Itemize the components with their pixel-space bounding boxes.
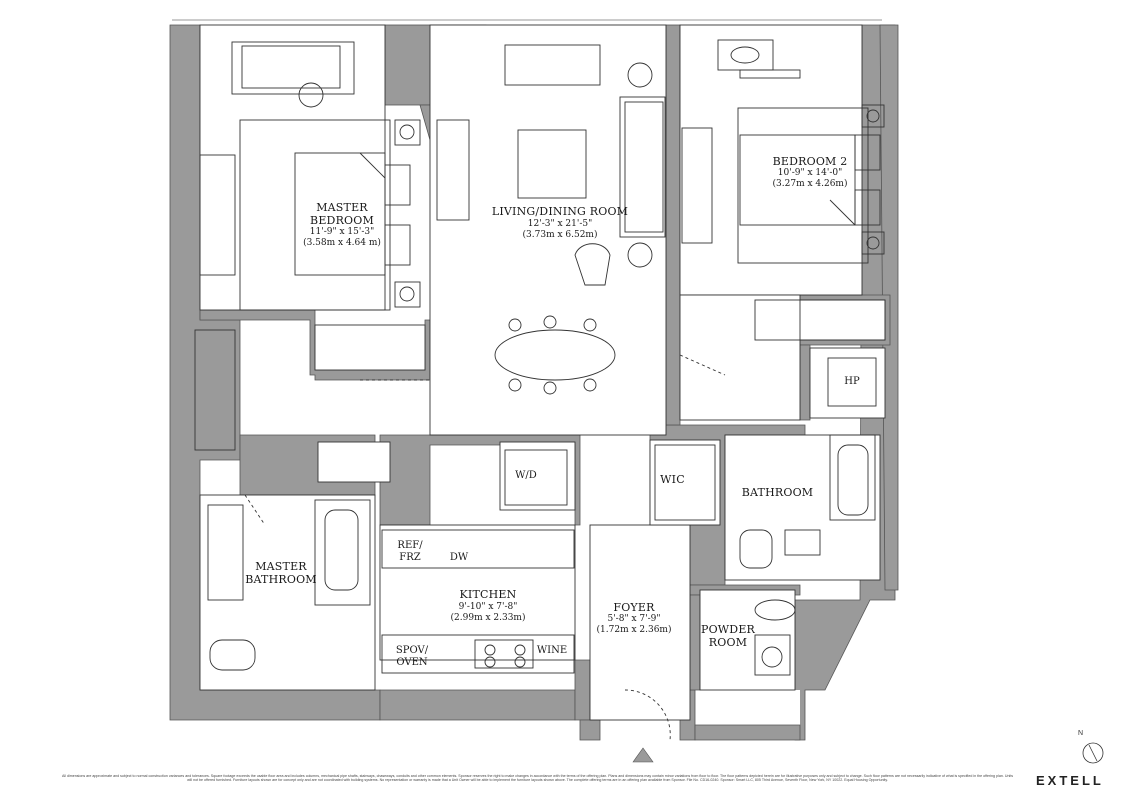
kitchen-label: KITCHEN — [459, 588, 517, 601]
master-bathroom-label: MASTER BATHROOM — [245, 560, 317, 586]
living-room-label: LIVING/DINING ROOM — [491, 205, 629, 218]
washer-dryer-label: W/D — [515, 470, 537, 481]
living-room-dim-ft: 12'-3" x 21'-5" — [527, 219, 593, 229]
wic-label: WIC — [660, 473, 685, 486]
kitchen-dim-ft: 9'-10" x 7'-8" — [458, 602, 518, 612]
master-bedroom-label: MASTER BEDROOM — [310, 201, 374, 227]
bedroom2-label: BEDROOM 2 — [772, 155, 848, 168]
refrigerator-label: REF/ FRZ — [397, 540, 423, 563]
living-room-dim-m: (3.73m x 6.52m) — [522, 230, 598, 240]
master-bedroom-dim-m: (3.58m x 4.64 m) — [303, 238, 381, 248]
dishwasher-label: DW — [449, 552, 469, 563]
wine-label: WINE — [536, 645, 568, 656]
bathroom-label: BATHROOM — [741, 486, 814, 499]
extell-logo: EXTELL — [1036, 773, 1104, 788]
kitchen-dim-m: (2.99m x 2.33m) — [450, 613, 526, 623]
foyer-label: FOYER — [613, 601, 655, 614]
foyer-dim-m: (1.72m x 2.36m) — [596, 625, 672, 635]
disclaimer-text: All dimensions are approximate and subje… — [61, 774, 1014, 783]
entry-arrow — [632, 747, 654, 763]
foyer-dim-ft: 5'-8" x 7'-9" — [607, 614, 661, 624]
bedroom2-dim-m: (3.27m x 4.26m) — [772, 179, 848, 189]
dining-table — [494, 329, 616, 381]
bedroom2-bed — [737, 107, 869, 264]
powder-room-label: POWDER ROOM — [700, 623, 756, 649]
master-bed — [239, 119, 391, 311]
north-label: N — [1078, 730, 1084, 737]
oven-label: SPOV/ OVEN — [395, 645, 429, 668]
bedroom2-dim-ft: 10'-9" x 14'-0" — [777, 168, 843, 178]
master-bedroom-dim-ft: 11'-9" x 15'-3" — [309, 227, 375, 237]
hp-label: HP — [844, 376, 860, 387]
north-arrow — [1082, 742, 1104, 764]
